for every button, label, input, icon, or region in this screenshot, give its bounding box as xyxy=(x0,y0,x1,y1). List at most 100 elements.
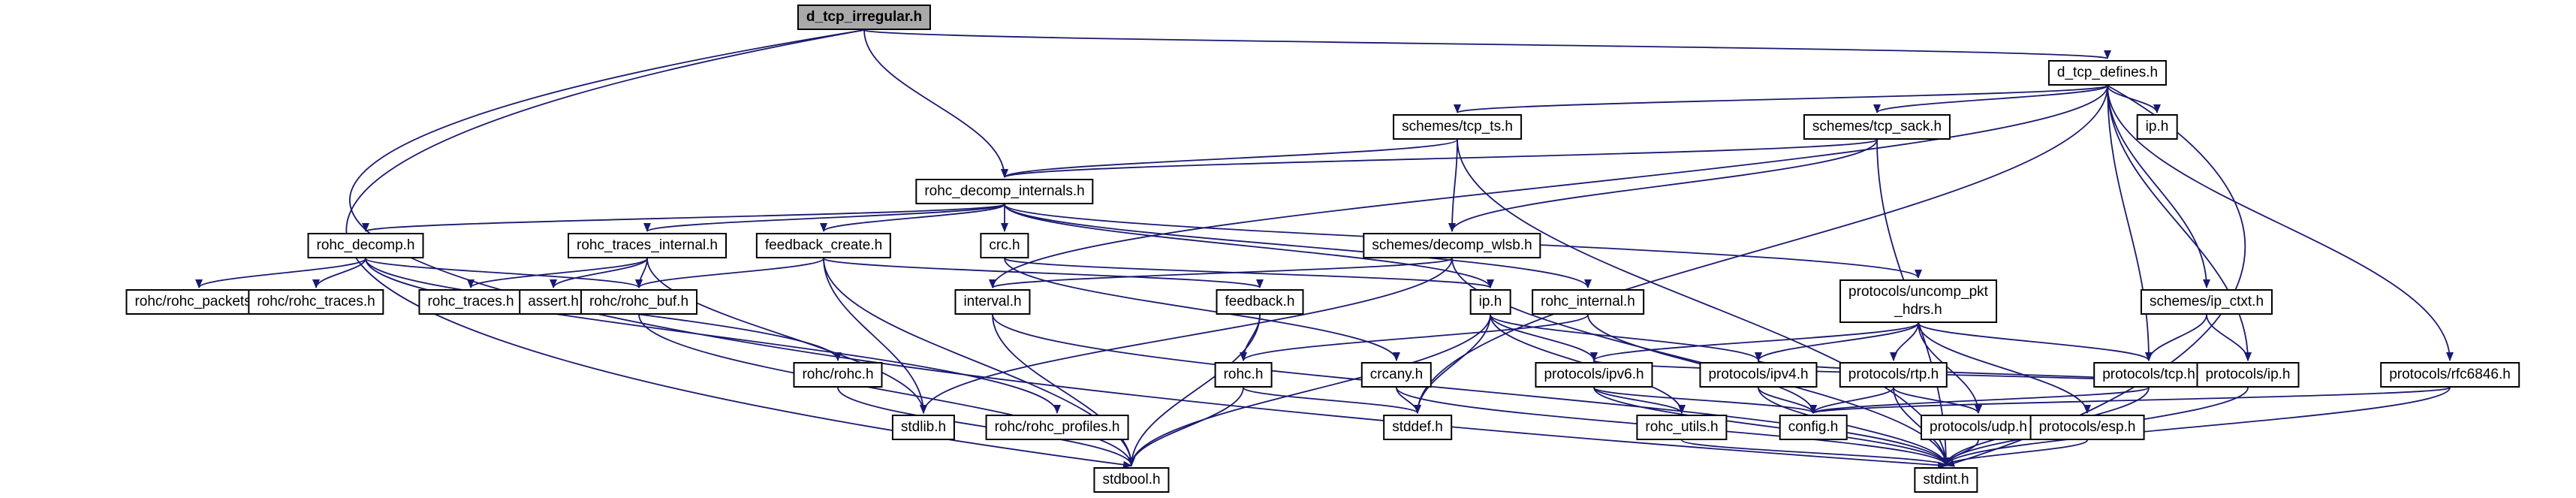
include-edge-decomp_internals-to-rohc_decomp xyxy=(362,204,1005,232)
include-edge-rohc_decomp-to-rohc_profiles xyxy=(365,258,1061,414)
include-edge-esp-to-stdint xyxy=(1942,439,2088,466)
include-edge-feedback_create-to-stdlib xyxy=(823,258,927,414)
graph-node-rohc_profiles[interactable]: rohc/rohc_profiles.h xyxy=(985,415,1129,440)
include-edge-root-to-decomp_internals xyxy=(863,29,1008,178)
include-edge-root-to-defines xyxy=(863,29,2111,59)
include-edge-rohc_decomp-to-rohc_packets xyxy=(195,258,366,288)
graph-node-esp[interactable]: protocols/esp.h xyxy=(2029,415,2145,440)
include-edge-uncomp_pkt_hdrs-to-tcp xyxy=(1918,322,2153,361)
include-edge-defines-to-interval xyxy=(989,85,2108,288)
include-edge-rohc_decomp-to-rohc_traces_pub xyxy=(312,258,366,288)
graph-node-decomp_wlsb[interactable]: schemes/decomp_wlsb.h xyxy=(1363,233,1541,258)
graph-node-feedback[interactable]: feedback.h xyxy=(1216,289,1304,315)
include-edge-uncomp_pkt_hdrs-to-rtp xyxy=(1890,322,1919,361)
graph-node-rohc_internal[interactable]: rohc_internal.h xyxy=(1532,289,1644,315)
include-edge-defines-to-tcp_ts xyxy=(1454,85,2108,113)
include-edge-decomp_internals-to-traces_internal xyxy=(643,204,1005,232)
include-edge-rtp-to-stdint xyxy=(1893,387,1950,466)
graph-node-udp[interactable]: protocols/udp.h xyxy=(1921,415,2036,440)
include-edge-ipv6-to-rohc_utils xyxy=(1593,387,1686,414)
include-edge-feedback-to-rohc_h xyxy=(1240,314,1261,361)
include-edge-rfc6846-to-config xyxy=(1809,387,2451,414)
graph-node-tcp[interactable]: protocols/tcp.h xyxy=(2093,362,2204,388)
include-edge-defines-to-ip_top xyxy=(2107,85,2161,113)
graph-node-ip_mid[interactable]: ip.h xyxy=(1469,289,1511,315)
include-edge-rohc_decomp-to-rohc_buf xyxy=(365,258,643,288)
include-edge-rohc_internal-to-rohc_h xyxy=(1240,314,1589,361)
include-edge-ipv6-to-config xyxy=(1593,387,1817,414)
include-edge-rohc_utils-to-stdint xyxy=(1681,439,1950,466)
include-edge-tcp_ts-to-decomp_internals xyxy=(1001,139,1458,178)
graph-node-assert[interactable]: assert.h xyxy=(519,289,588,315)
graph-node-rohc_decomp[interactable]: rohc_decomp.h xyxy=(307,233,424,258)
graph-node-crcany[interactable]: crcany.h xyxy=(1360,362,1433,388)
graph-node-rohc_packets[interactable]: rohc/rohc_packets.h xyxy=(125,289,273,315)
include-edge-traces_internal-to-assert xyxy=(550,258,648,288)
graph-node-rohc_utils[interactable]: rohc_utils.h xyxy=(1636,415,1728,440)
include-edge-rfc6846-to-stdint xyxy=(1942,387,2451,466)
include-edge-decomp_internals-to-rohc_internal xyxy=(1004,204,1592,288)
include-edge-rohc_buf-to-stdbool xyxy=(638,314,1135,466)
include-edge-interval-to-stdbool xyxy=(992,314,1135,466)
graph-node-traces_internal[interactable]: rohc_traces_internal.h xyxy=(568,233,727,258)
include-edge-feedback-to-stdbool xyxy=(1128,314,1261,466)
graph-node-interval[interactable]: interval.h xyxy=(954,289,1031,315)
include-edge-uncomp_pkt_hdrs-to-ipv4 xyxy=(1755,322,1919,361)
graph-node-ip_ctxt[interactable]: schemes/ip_ctxt.h xyxy=(2140,289,2273,315)
include-edge-tcp_sack-to-decomp_wlsb xyxy=(1448,139,1878,232)
graph-node-defines[interactable]: d_tcp_defines.h xyxy=(2047,60,2168,86)
graph-node-rfc6846[interactable]: protocols/rfc6846.h xyxy=(2380,362,2520,388)
include-edge-crc-to-ip_mid xyxy=(1004,258,1494,288)
graph-node-ipv6[interactable]: protocols/ipv6.h xyxy=(1535,362,1653,388)
graph-node-stdbool[interactable]: stdbool.h xyxy=(1093,467,1170,493)
graph-node-rohc_traces[interactable]: rohc_traces.h xyxy=(418,289,523,315)
include-edge-feedback_create-to-rohc_buf xyxy=(635,258,824,288)
graph-node-decomp_internals[interactable]: rohc_decomp_internals.h xyxy=(915,179,1094,204)
graph-node-feedback_create[interactable]: feedback_create.h xyxy=(755,233,892,258)
include-edge-ip_mid-to-stdbool xyxy=(1128,314,1491,466)
include-edge-tcp-to-config xyxy=(1809,387,2150,414)
include-edge-defines-to-tcp xyxy=(2107,85,2153,361)
graph-node-stddef[interactable]: stddef.h xyxy=(1383,415,1452,440)
include-edge-defines-to-ip_ctxt xyxy=(2107,85,2210,288)
include-edge-feedback_create-to-feedback xyxy=(823,258,1264,288)
include-edge-ip_ctxt-to-tcp xyxy=(2145,314,2207,361)
include-edge-tcp_ts-to-decomp_wlsb xyxy=(1448,139,1458,232)
graph-node-rtp[interactable]: protocols/rtp.h xyxy=(1839,362,1948,388)
graph-node-rohc_pub[interactable]: rohc/rohc.h xyxy=(793,362,883,388)
include-edge-rtp-to-udp xyxy=(1893,387,1982,414)
include-edge-interval-to-stdint xyxy=(992,314,1950,466)
include-edge-crc-to-crcany xyxy=(1004,258,1400,361)
include-edge-ip_mid-to-stddef xyxy=(1414,314,1491,414)
graph-node-tcp_ts[interactable]: schemes/tcp_ts.h xyxy=(1393,114,1522,140)
include-edge-traces_internal-to-rohc_traces xyxy=(467,258,648,288)
graph-node-stdlib[interactable]: stdlib.h xyxy=(891,415,956,440)
include-edge-decomp_wlsb-to-stdlib xyxy=(920,258,1453,414)
graph-node-ipv4[interactable]: protocols/ipv4.h xyxy=(1699,362,1818,388)
include-edge-uncomp_pkt_hdrs-to-esp xyxy=(1918,322,2091,414)
include-edge-ip_ctxt-to-ip_proto xyxy=(2206,314,2252,361)
graph-node-uncomp_pkt_hdrs[interactable]: protocols/uncomp_pkt _hdrs.h xyxy=(1839,279,1997,323)
include-edge-tcp_ts-to-stdint xyxy=(1457,139,1950,466)
include-edge-rohc_h-to-stdbool xyxy=(1128,387,1244,466)
include-edge-decomp_wlsb-to-interval xyxy=(989,258,1453,288)
graph-node-tcp_sack[interactable]: schemes/tcp_sack.h xyxy=(1803,114,1951,140)
include-edge-traces_internal-to-stdlib xyxy=(646,258,927,414)
graph-node-crc[interactable]: crc.h xyxy=(980,233,1029,258)
include-edge-decomp_internals-to-ip_mid xyxy=(1004,204,1494,288)
graph-node-ip_top[interactable]: ip.h xyxy=(2136,114,2178,140)
graph-node-ip_proto[interactable]: protocols/ip.h xyxy=(2196,362,2300,388)
include-edge-defines-to-tcp_sack xyxy=(1873,85,2108,113)
graph-node-rohc_h[interactable]: rohc.h xyxy=(1214,362,1273,388)
include-edge-ipv6-to-stdint xyxy=(1593,387,1950,466)
graph-node-config[interactable]: config.h xyxy=(1779,415,1848,440)
include-edge-decomp_internals-to-feedback_create xyxy=(820,204,1005,232)
graph-node-rohc_traces_pub[interactable]: rohc/rohc_traces.h xyxy=(248,289,384,315)
graph-node-root: d_tcp_irregular.h xyxy=(797,5,932,30)
graph-node-stdint[interactable]: stdint.h xyxy=(1914,467,1978,493)
include-edge-defines-to-stddef xyxy=(1414,85,2108,414)
graph-node-rohc_buf[interactable]: rohc/rohc_buf.h xyxy=(580,289,698,315)
include-edge-uncomp_pkt_hdrs-to-ipv6 xyxy=(1590,322,1919,361)
